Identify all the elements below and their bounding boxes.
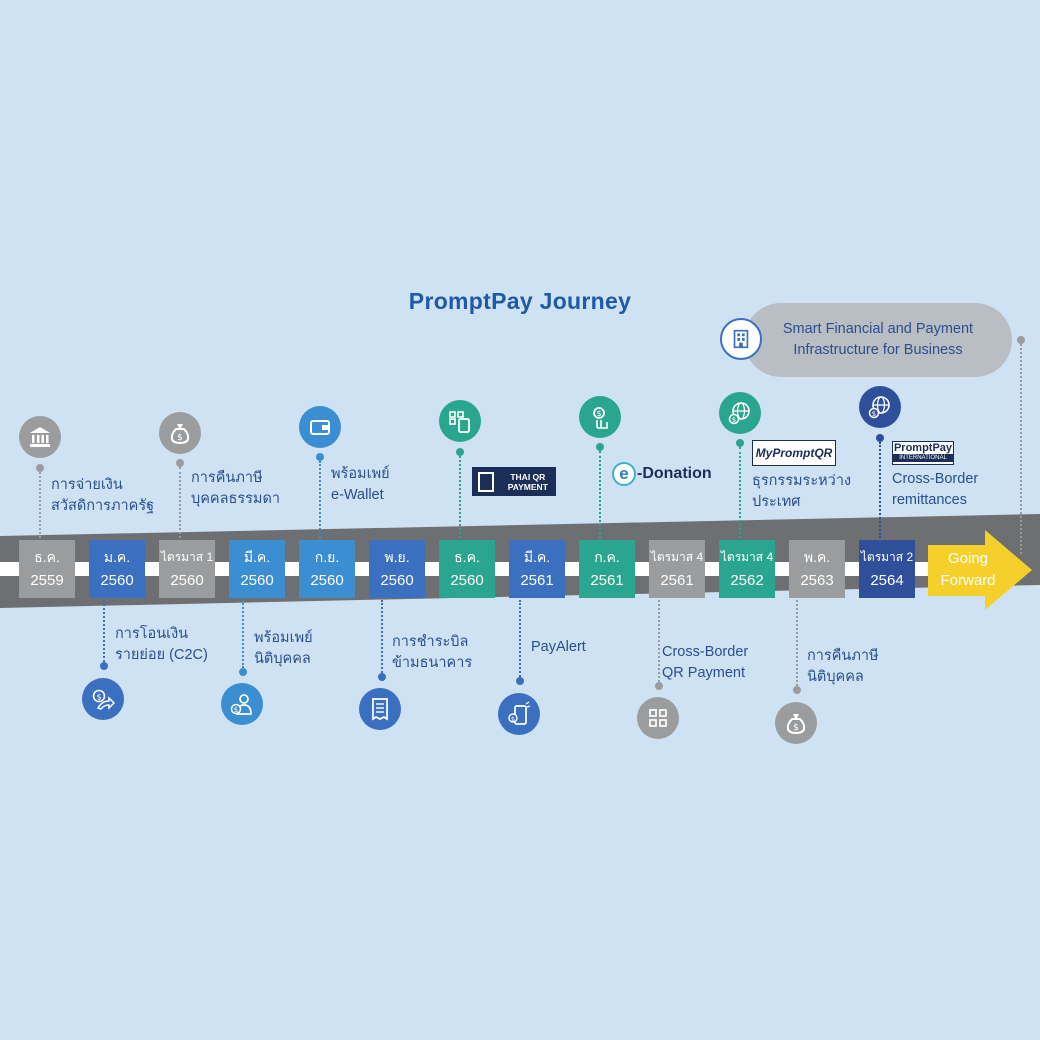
svg-text:$: $ <box>234 706 238 714</box>
milestone-label: การโอนเงินรายย่อย (C2C) <box>115 626 208 663</box>
connector-dot <box>239 668 247 676</box>
milestone-box: พ.ค.2563 <box>789 540 845 598</box>
connector-dot <box>378 673 386 681</box>
business-person-icon: $ <box>221 683 263 725</box>
connector-dot <box>100 662 108 670</box>
connector-line <box>381 600 383 673</box>
milestone-box: ก.ย.2560 <box>299 540 355 598</box>
svg-text:$: $ <box>732 416 736 424</box>
svg-text:$: $ <box>596 409 601 418</box>
connector-dot <box>736 439 744 447</box>
thai-qr-payment-logo: THAI QR PAYMENT <box>472 467 556 496</box>
milestone-box: มี.ค.2560 <box>229 540 285 598</box>
globe-dollar-icon: $ <box>859 386 901 428</box>
qr-phone-icon <box>439 400 481 442</box>
wallet-icon <box>299 406 341 448</box>
globe-dollar-icon: $ <box>719 392 761 434</box>
connector-dot <box>596 443 604 451</box>
connector-dot <box>316 453 324 461</box>
milestone-label: การจ่ายเงินสวัสดิการภาครัฐ <box>51 477 155 514</box>
connector-line <box>179 467 181 538</box>
connector-line <box>459 456 461 538</box>
milestone-label: PayAlert <box>531 639 586 655</box>
milestone-label: พร้อมเพย์e-Wallet <box>331 466 390 503</box>
office-building-icon <box>720 318 762 360</box>
milestone-label: พร้อมเพย์นิติบุคคล <box>254 630 313 667</box>
connector-dot <box>516 677 524 685</box>
connector-line <box>319 461 321 538</box>
milestone-box: ธ.ค.2560 <box>439 540 495 598</box>
connector-dot <box>456 448 464 456</box>
connector-line <box>242 600 244 668</box>
milestone-box: ก.ค.2561 <box>579 540 635 598</box>
qr-mark-icon <box>478 471 494 492</box>
connector-line <box>103 600 105 662</box>
milestone-box: มี.ค.2561 <box>509 540 565 598</box>
e-donation-logo: e-Donation <box>612 462 712 486</box>
money-bag-icon: $ <box>159 412 201 454</box>
milestone-box: ธ.ค.2559 <box>19 540 75 598</box>
connector-dot <box>36 464 44 472</box>
connector-line <box>739 447 741 538</box>
going-forward-arrow <box>928 530 1032 610</box>
connector-line <box>39 472 41 538</box>
milestone-label: การชำระบิลข้ามธนาคาร <box>392 634 473 671</box>
mobile-alert-icon: $ <box>498 693 540 735</box>
svg-text:$: $ <box>96 693 101 702</box>
svg-text:$: $ <box>872 410 876 418</box>
connector-dot <box>876 434 884 442</box>
svg-text:$: $ <box>177 433 183 443</box>
connector-line <box>658 600 660 682</box>
milestone-label: ธุรกรรมระหว่างประเทศ <box>752 473 852 510</box>
milestone-box: ม.ค.2560 <box>89 540 145 598</box>
connector-line <box>879 442 881 538</box>
connector-line <box>796 600 798 686</box>
connector-line <box>599 451 601 538</box>
promptpay-international-logo: PromptPay INTERNATIONAL <box>892 441 954 465</box>
milestone-box: พ.ย.2560 <box>369 540 425 598</box>
connector-dot <box>655 682 663 690</box>
donation-hand-icon: $ <box>579 396 621 438</box>
bill-receipt-icon <box>359 688 401 730</box>
connector-dot <box>1017 336 1025 344</box>
milestone-label: การคืนภาษีนิติบุคคล <box>807 648 879 685</box>
connector-dot <box>793 686 801 694</box>
svg-text:$: $ <box>793 723 799 733</box>
connector-line <box>519 600 521 677</box>
money-bag-icon: $ <box>775 702 817 744</box>
milestone-label: การคืนภาษีบุคคลธรรมดา <box>191 470 281 507</box>
my-prompt-qr-logo: MyPromptQR <box>752 440 836 466</box>
svg-text:$: $ <box>511 715 515 723</box>
page-title: PromptPay Journey <box>408 288 632 314</box>
qr-code-icon <box>637 697 679 739</box>
government-building-icon <box>19 416 61 458</box>
connector-dot <box>176 459 184 467</box>
connector-line <box>1020 344 1022 554</box>
money-transfer-icon: $ <box>82 678 124 720</box>
